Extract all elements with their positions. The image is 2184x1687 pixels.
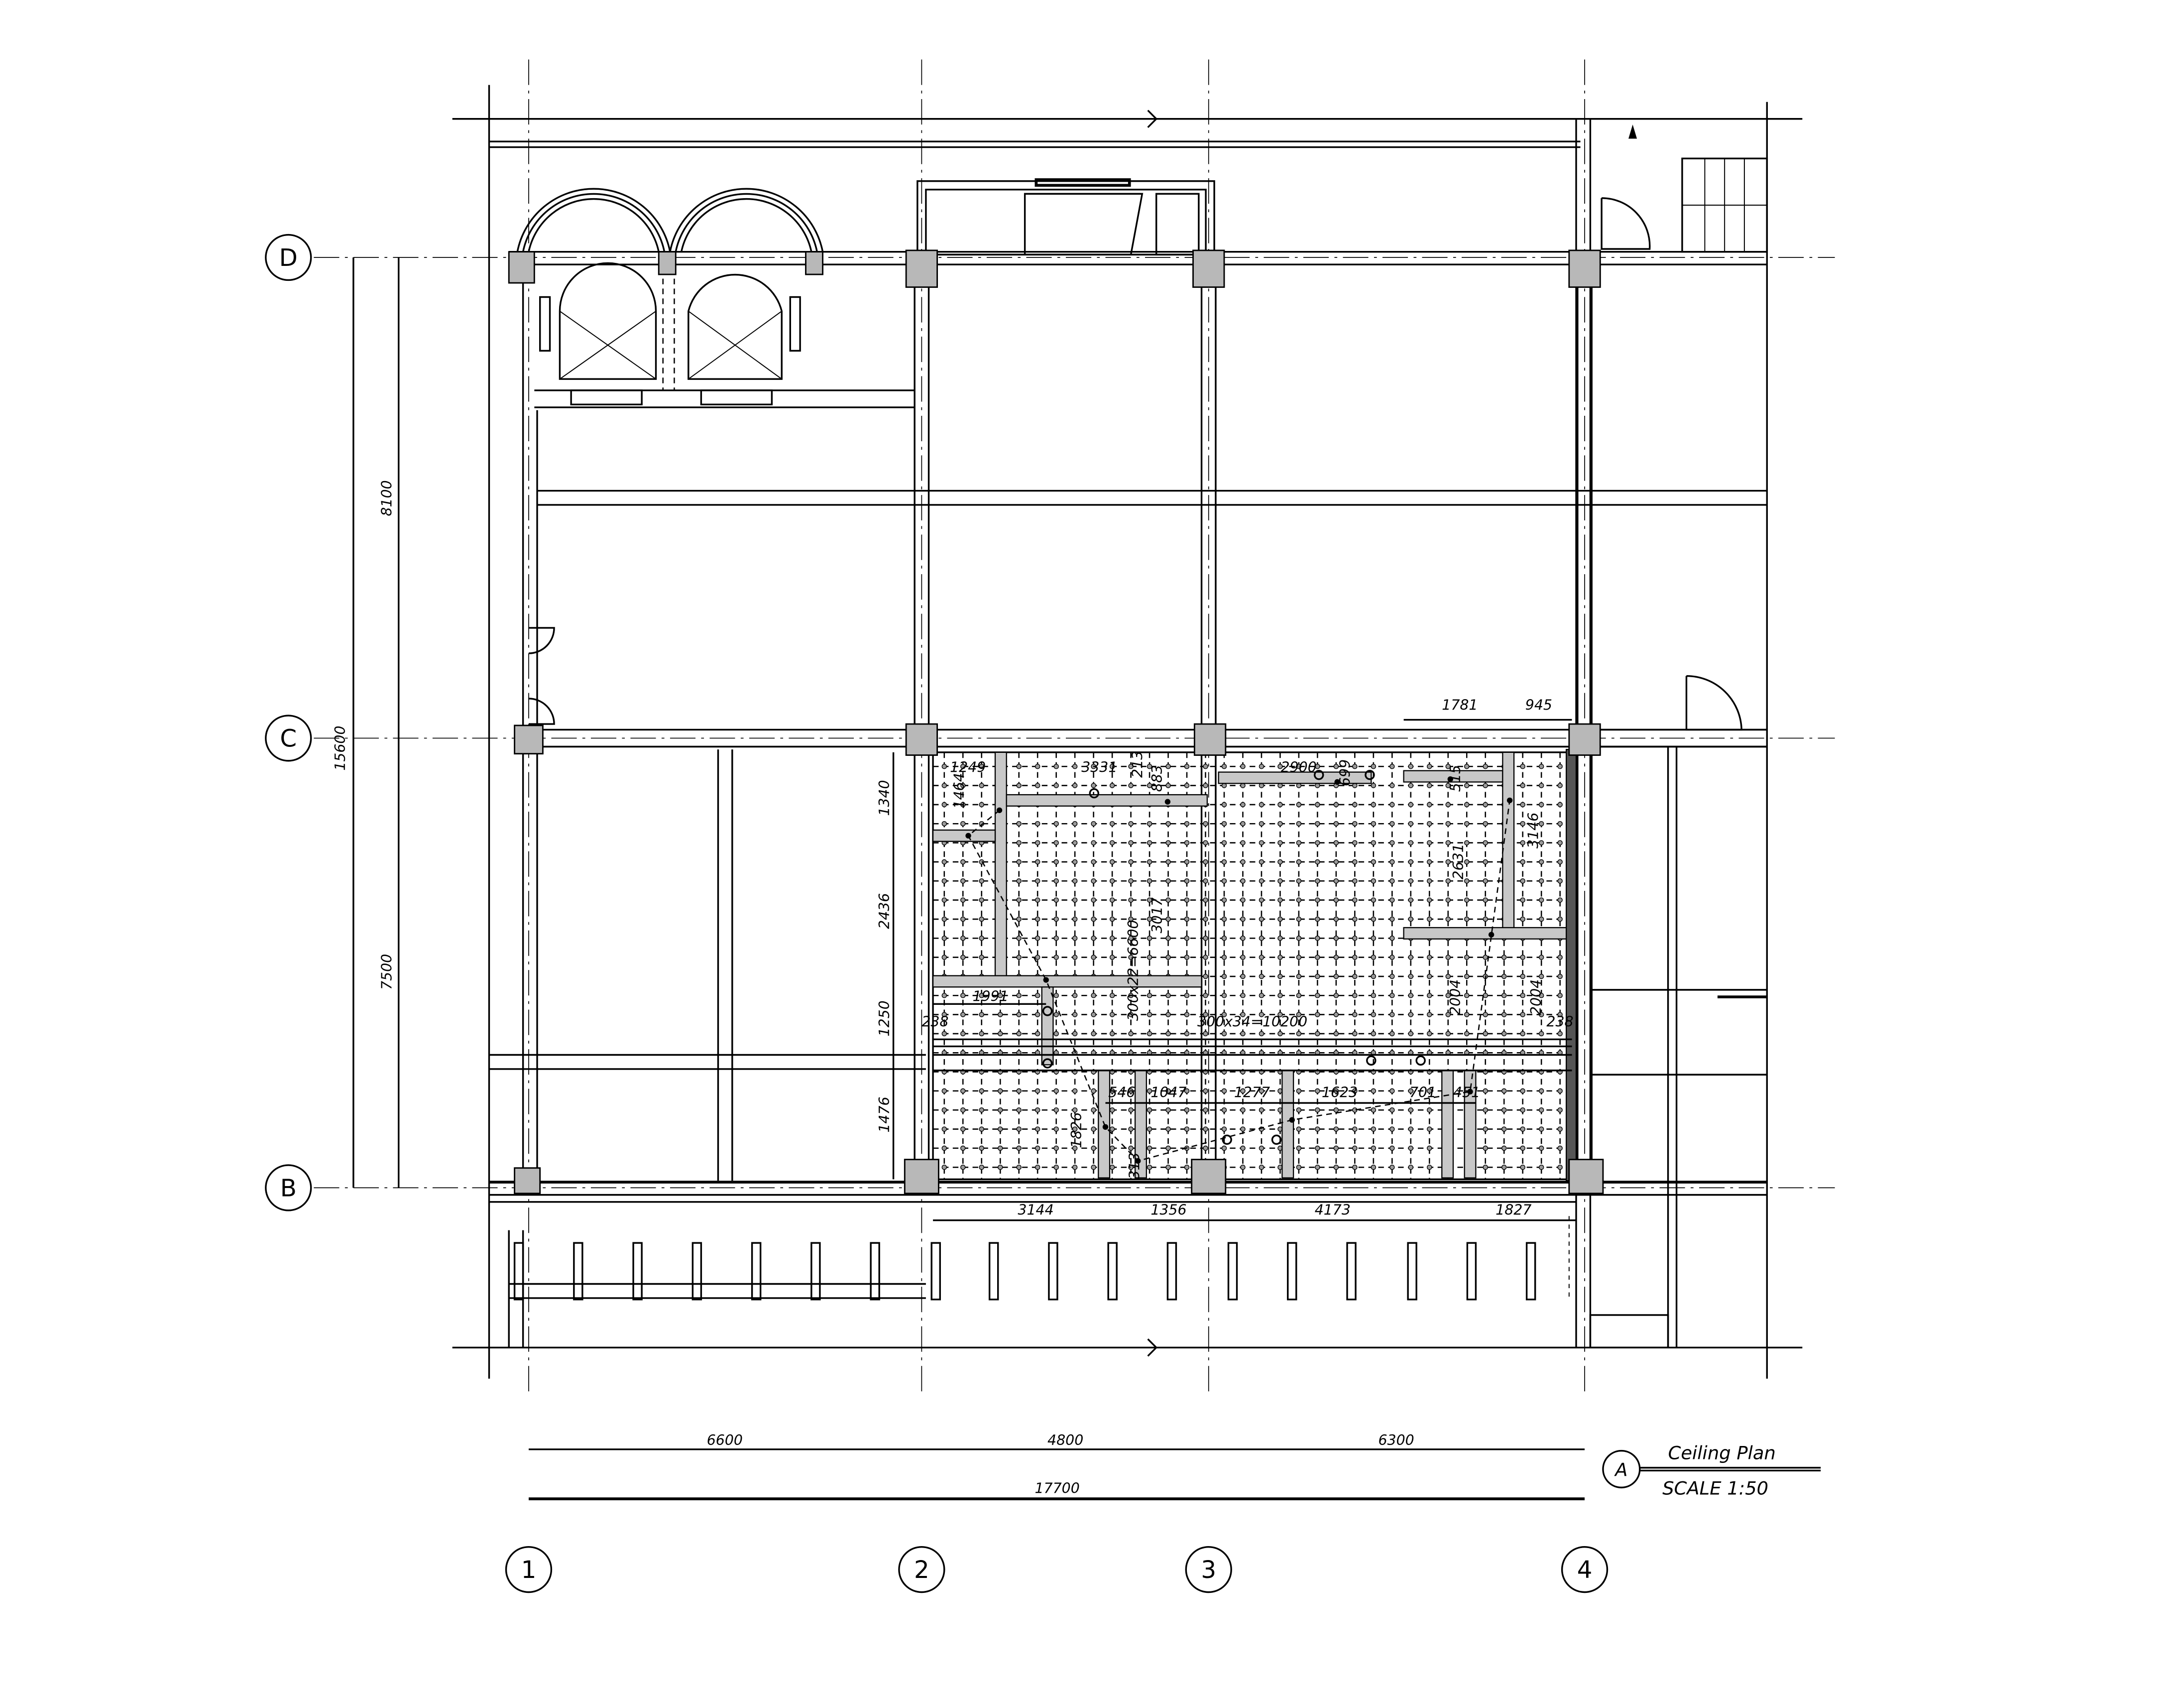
dim-1826: 1826 [1068,1112,1085,1148]
dim-213: 213 [1129,751,1146,778]
dim-grid-horizontal: 300x34=10200 [1197,1014,1307,1030]
dim-7500: 7500 [379,954,395,990]
dim-699: 699 [1337,759,1354,786]
dim-1249: 1249 [950,759,986,776]
dim-1623: 1623 [1322,1084,1358,1101]
dim-238-left: 238 [921,1014,948,1030]
grid-row-d: D [279,244,298,272]
dim-3144: 3144 [1018,1202,1053,1218]
dim-2004-a: 2004 [1447,979,1464,1015]
dim-17700: 17700 [1035,1480,1080,1497]
dim-1340: 1340 [876,780,893,816]
dim-313: 313 [1127,1152,1143,1179]
dim-1277: 1277 [1234,1084,1270,1101]
dim-grid-vertical: 300x22=6600 [1125,920,1142,1021]
dim-1356: 1356 [1150,1202,1186,1218]
dim-2004-b: 2004 [1528,979,1544,1015]
dim-945: 945 [1525,697,1552,714]
dim-451: 451 [1453,1084,1480,1101]
drawing-title: Ceiling Plan [1668,1443,1776,1464]
grid-row-c: C [280,724,297,752]
dim-3331: 3331 [1081,759,1117,776]
dim-2900: 2900 [1281,759,1317,776]
grid-col-1: 1 [521,1556,537,1584]
dim-1047: 1047 [1150,1084,1186,1101]
dim-883: 883 [1149,765,1165,792]
dim-701: 701 [1409,1084,1436,1101]
dim-6600: 6600 [707,1432,743,1448]
grid-row-b: B [280,1174,297,1202]
grid-col-3: 3 [1201,1556,1216,1584]
dim-1781: 1781 [1442,697,1478,714]
dim-2436: 2436 [876,893,893,929]
dim-515: 515 [1447,765,1464,792]
dimension-lines [352,257,1585,1500]
dim-546: 546 [1108,1084,1135,1101]
title-block: A Ceiling Plan SCALE 1:50 [1602,1443,1821,1499]
grid-col-2: 2 [914,1556,929,1584]
dim-1464: 1464 [951,773,968,809]
dim-15600: 15600 [332,726,348,771]
detail-marker: A [1614,1459,1627,1481]
dim-8100: 8100 [379,480,395,516]
elevator-bank [516,188,824,406]
dim-3017: 3017 [1149,897,1165,933]
dim-6300: 6300 [1378,1432,1414,1448]
dim-1991: 1991 [973,988,1009,1005]
grid-bubbles: D C B 1 2 3 4 [265,234,1609,1593]
dim-2631: 2631 [1450,844,1467,879]
dimension-labels: 6600 4800 6300 17700 8100 7500 15600 134… [332,480,1574,1496]
grid-col-4: 4 [1577,1556,1593,1584]
dim-238-right: 238 [1546,1014,1573,1030]
dim-4800: 4800 [1047,1432,1083,1448]
balustrade [508,1216,1669,1348]
dim-3146: 3146 [1525,813,1541,848]
dim-1250: 1250 [876,1000,893,1036]
drawing-scale: SCALE 1:50 [1662,1478,1768,1499]
dim-1476: 1476 [876,1096,893,1132]
dim-1827: 1827 [1495,1202,1531,1218]
building-outline [452,85,1803,1379]
ceiling-grid [932,749,1577,1182]
doors [528,124,1768,731]
dim-4173: 4173 [1315,1202,1351,1218]
structural-columns [508,249,1604,1195]
